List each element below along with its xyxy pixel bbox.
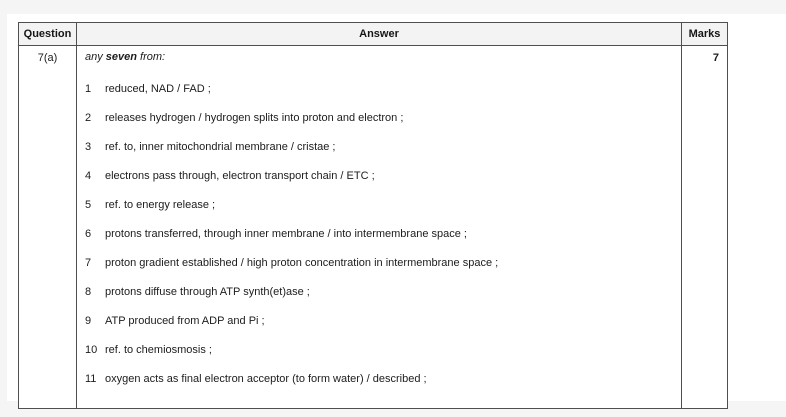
answer-point: 2 releases hydrogen / hydrogen splits int… [85, 112, 673, 124]
mark-scheme-table: Question Answer Marks 7(a) any seven fro… [18, 22, 728, 409]
header-marks: Marks [681, 22, 728, 46]
point-text: ref. to chemiosmosis ; [105, 344, 212, 356]
answer-point: 11 oxygen acts as final electron acceptor… [85, 373, 673, 385]
answer-point: 4 electrons pass through, electron transp… [85, 170, 673, 182]
point-number: 2 [85, 112, 92, 124]
answer-point: 1 reduced, NAD / FAD ; [85, 83, 673, 95]
point-number: 3 [85, 141, 92, 153]
answer-intro: any seven from: [85, 52, 673, 63]
point-number: 8 [85, 286, 92, 298]
point-number: 9 [85, 315, 92, 327]
answer-points: 1 reduced, NAD / FAD ; 2 releases hydrogen… [85, 83, 673, 385]
point-number: 4 [85, 170, 92, 182]
point-text: releases hydrogen / hydrogen splits into… [105, 112, 404, 124]
point-text: ref. to energy release ; [105, 199, 216, 211]
marks-cell: 7 [681, 45, 728, 409]
answer-point: 5 ref. to energy release ; [85, 199, 673, 211]
point-text: proton gradient established / high proto… [105, 257, 499, 269]
answer-point: 6 protons transferred, through inner memb… [85, 228, 673, 240]
point-number: 5 [85, 199, 92, 211]
point-number: 1 [85, 83, 92, 95]
point-text: electrons pass through, electron transpo… [105, 170, 375, 182]
document-page: Question Answer Marks 7(a) any seven fro… [7, 14, 786, 409]
point-number: 7 [85, 257, 92, 269]
header-question: Question [18, 22, 77, 46]
intro-pre: any [85, 51, 106, 63]
header-row: Question Answer Marks [18, 22, 728, 46]
point-text: oxygen acts as final electron acceptor (… [105, 373, 427, 385]
point-number: 10 [85, 344, 98, 356]
answer-cell: any seven from: 1 reduced, NAD / FAD ; 2 r… [76, 45, 682, 409]
answer-point: 9 ATP produced from ADP and Pi ; [85, 315, 673, 327]
point-number: 6 [85, 228, 92, 240]
marks-value: 7 [712, 52, 719, 64]
intro-post: from: [137, 51, 166, 63]
header-answer: Answer [76, 22, 682, 46]
table-row: 7(a) any seven from: 1 reduced, NAD / FAD… [18, 45, 728, 409]
point-number: 11 [85, 373, 97, 385]
question-cell: 7(a) [18, 45, 77, 409]
answer-point: 3 ref. to, inner mitochondrial membrane /… [85, 141, 673, 153]
answer-point: 7 proton gradient established / high prot… [85, 257, 673, 269]
answer-point: 10 ref. to chemiosmosis ; [85, 344, 673, 356]
question-number: 7(a) [37, 52, 58, 64]
point-text: protons diffuse through ATP synth(et)ase… [105, 286, 310, 298]
point-text: ATP produced from ADP and Pi ; [105, 315, 265, 327]
point-text: ref. to, inner mitochondrial membrane / … [105, 141, 336, 153]
intro-bold: seven [105, 51, 137, 63]
point-text: reduced, NAD / FAD ; [105, 83, 211, 95]
point-text: protons transferred, through inner membr… [105, 228, 467, 240]
answer-point: 8 protons diffuse through ATP synth(et)as… [85, 286, 673, 298]
